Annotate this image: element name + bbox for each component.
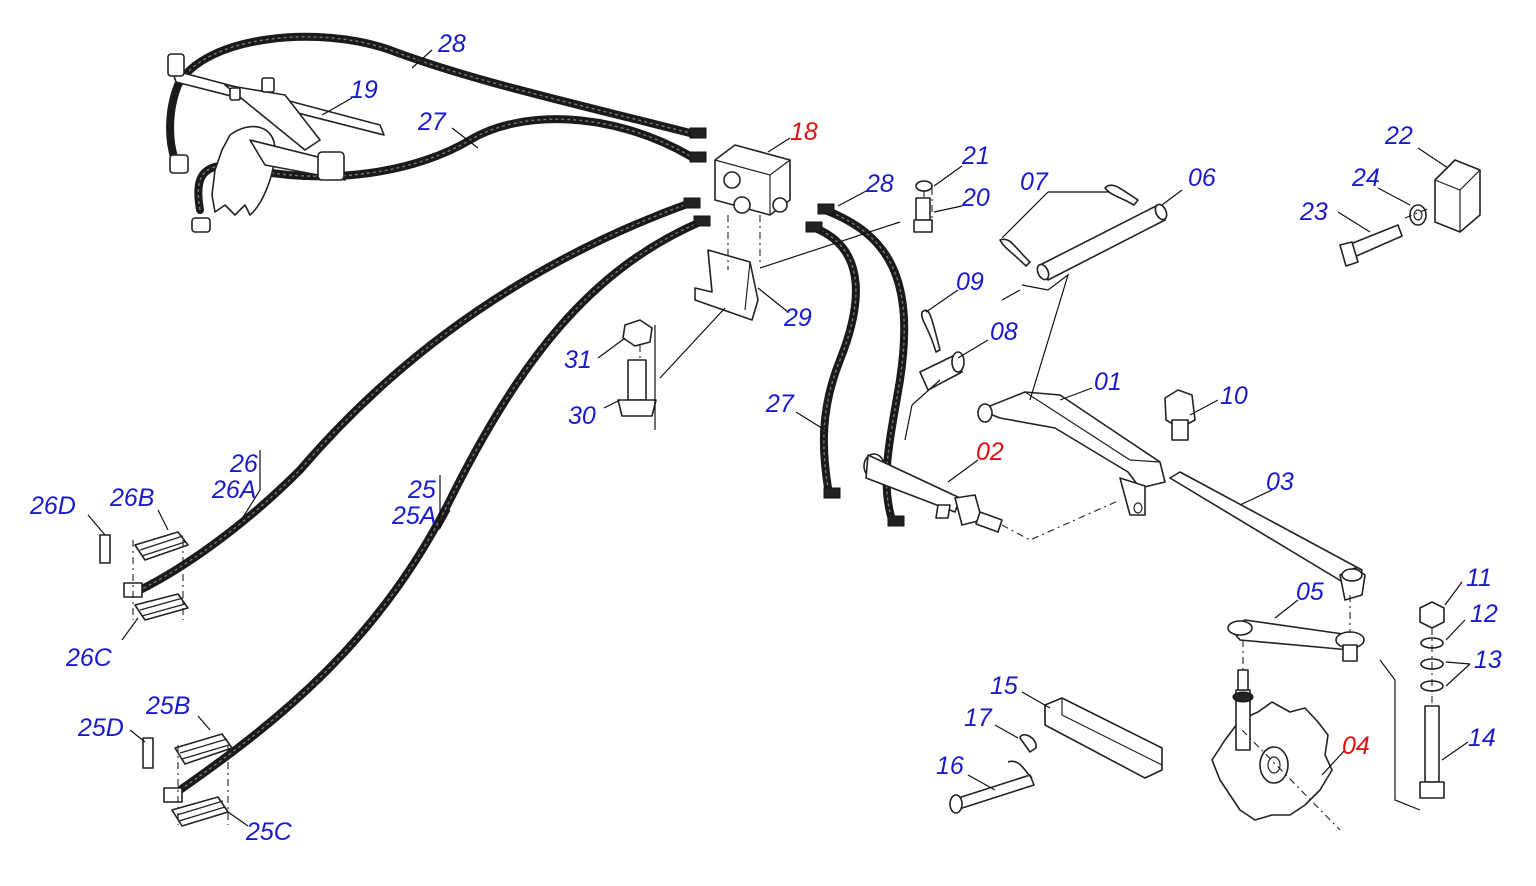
label-14: 14 [1468, 724, 1496, 752]
label-01: 01 [1094, 368, 1122, 396]
label-27-top: 27 [417, 108, 447, 136]
arm-03 [1169, 471, 1366, 601]
label-25C: 25C [245, 818, 293, 846]
label-16: 16 [936, 752, 964, 780]
label-17: 17 [964, 704, 993, 732]
label-31: 31 [564, 346, 592, 374]
cylinder-02 [823, 453, 1003, 533]
label-25A: 25A [391, 502, 436, 530]
label-25: 25 [407, 476, 436, 504]
label-28-mid: 28 [865, 170, 894, 198]
label-26C: 26C [65, 644, 113, 672]
pin-and-clip-09-08 [919, 309, 965, 391]
label-21: 21 [961, 142, 990, 170]
disc-04 [1211, 640, 1333, 821]
nut-and-bolt-30-31 [617, 319, 657, 417]
label-07: 07 [1020, 168, 1049, 196]
leader-lines [87, 49, 1471, 827]
arm-01 [977, 391, 1166, 516]
arm-05 [1227, 619, 1365, 662]
label-30: 30 [568, 402, 596, 430]
label-18: 18 [790, 118, 818, 146]
label-06: 06 [1188, 164, 1216, 192]
label-13: 13 [1474, 646, 1502, 674]
clamp-assembly-22-23-24 [1339, 159, 1481, 267]
mounting-bracket [694, 215, 761, 321]
label-27-mid: 27 [765, 390, 795, 418]
label-04: 04 [1342, 732, 1370, 760]
label-02: 02 [976, 438, 1004, 466]
label-29: 29 [783, 304, 812, 332]
callout-labels: 28 19 27 18 21 28 20 07 06 22 24 23 09 0… [29, 30, 1502, 846]
label-15: 15 [990, 672, 1018, 700]
label-26B: 26B [109, 484, 154, 512]
label-09: 09 [956, 268, 984, 296]
bolt-stack-11-14 [1419, 601, 1445, 799]
channel-15-16-17 [949, 697, 1163, 814]
label-25D: 25D [77, 714, 124, 742]
label-08: 08 [990, 318, 1018, 346]
nut-and-bolt-20-21 [913, 180, 933, 233]
pins-and-shaft [999, 184, 1168, 281]
clamp-assembly-26 [99, 531, 189, 621]
hydraulic-hoses [136, 32, 909, 794]
label-25B: 25B [145, 692, 190, 720]
label-19: 19 [350, 76, 378, 104]
center-lines [639, 188, 1431, 831]
label-26: 26 [229, 450, 258, 478]
label-05: 05 [1296, 578, 1324, 606]
label-11: 11 [1466, 564, 1492, 592]
label-10: 10 [1220, 382, 1248, 410]
label-23: 23 [1299, 198, 1328, 226]
label-26A: 26A [211, 476, 256, 504]
disc-arm-assembly [167, 53, 385, 233]
label-28-top: 28 [437, 30, 466, 58]
clamp-assembly-25 [142, 733, 233, 827]
bolt-10 [1164, 389, 1196, 441]
label-20: 20 [961, 184, 990, 212]
valve-block [683, 127, 835, 233]
label-03: 03 [1266, 468, 1294, 496]
label-26D: 26D [29, 492, 76, 520]
label-12: 12 [1470, 600, 1498, 628]
label-24: 24 [1351, 164, 1380, 192]
label-22: 22 [1384, 122, 1413, 150]
